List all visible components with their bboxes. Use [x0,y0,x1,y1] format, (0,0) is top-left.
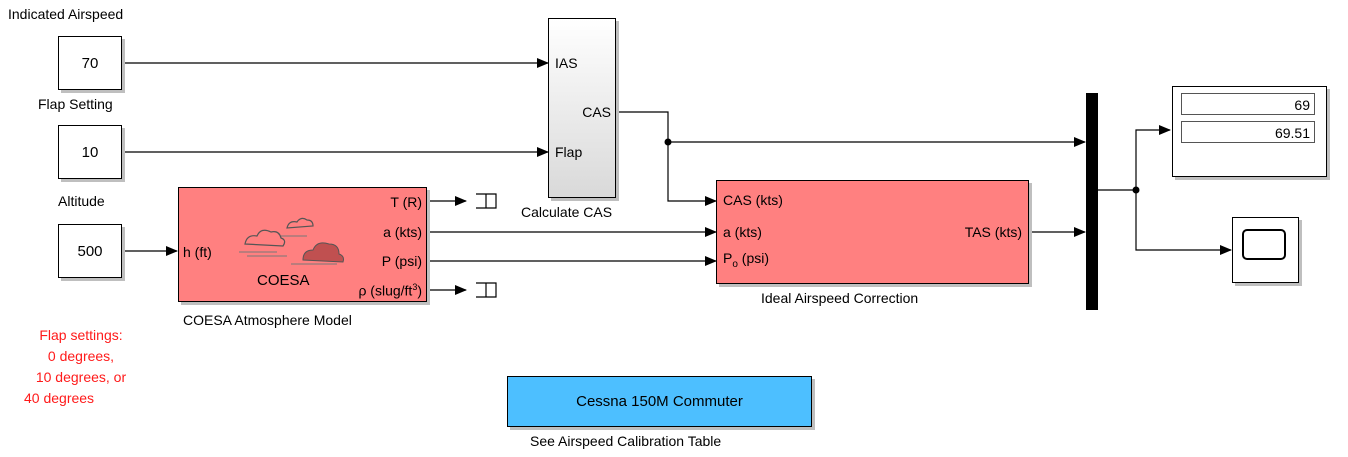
p-port-label: P (psi) [381,253,422,269]
calculate-cas-label: Calculate CAS [521,204,613,220]
ideal-correction-label: Ideal Airspeed Correction [761,290,919,306]
flap-constant-block[interactable]: 10 [58,125,122,179]
cas-kts-port-label: CAS (kts) [723,192,783,208]
ideal-airspeed-correction-block[interactable]: CAS (kts) a (kts) Po (psi) TAS (kts) [716,180,1029,284]
mux-block[interactable] [1086,93,1098,310]
rho-port-label: ρ (slug/ft3) [358,282,422,299]
tas-port-label: TAS (kts) [964,224,1022,240]
note-line-3: 10 degrees, or [35,369,127,385]
ias-port-label: IAS [555,55,578,71]
coesa-atmosphere-block[interactable]: h (ft) T (R) a (kts) P (psi) ρ (slug/ft3… [178,187,427,302]
wire-cas-ideal [667,142,717,206]
note-line-4: 40 degrees [24,390,95,406]
cas-port-label: CAS [582,104,611,120]
wire-scope [1135,190,1232,255]
scope-screen-icon [1242,229,1286,260]
wire-display [1135,125,1171,190]
wire-cas-out [616,111,669,142]
display-block[interactable]: 69 69.51 [1172,86,1327,177]
coesa-icon-text: COESA [257,272,310,289]
altitude-constant-block[interactable]: 500 [58,224,122,278]
indicated-airspeed-label: Indicated Airspeed [8,6,124,22]
t-port-label: T (R) [390,194,422,210]
altitude-label: Altitude [58,193,105,209]
junction-cas [664,138,672,146]
cessna-commuter-block[interactable]: Cessna 150M Commuter [507,376,812,427]
a-port-label: a (kts) [383,224,422,240]
flap-setting-label: Flap Setting [38,96,113,112]
terminator-t [476,193,497,209]
note-line-2: 0 degrees, [47,348,115,364]
display-value-1: 69 [1181,93,1315,115]
po-port-label: Po (psi) [723,250,770,270]
scope-block[interactable] [1232,217,1299,283]
calculate-cas-block[interactable]: IAS CAS Flap [548,18,616,198]
flap-port-label: Flap [555,144,583,160]
note-line-1: Flap settings: [39,327,123,343]
h-port-label: h (ft) [183,244,212,260]
coesa-model-label: COESA Atmosphere Model [183,312,352,328]
flap-settings-note: Flap settings: 0 degrees, 10 degrees, or… [22,325,142,409]
junction-mux [1132,186,1140,194]
clouds-icon [239,217,344,265]
airspeed-constant-block[interactable]: 70 [58,36,122,90]
a-kts-port-label: a (kts) [723,224,762,240]
terminator-rho [476,282,497,298]
see-calibration-table-label: See Airspeed Calibration Table [530,433,722,449]
display-value-2: 69.51 [1181,121,1315,143]
